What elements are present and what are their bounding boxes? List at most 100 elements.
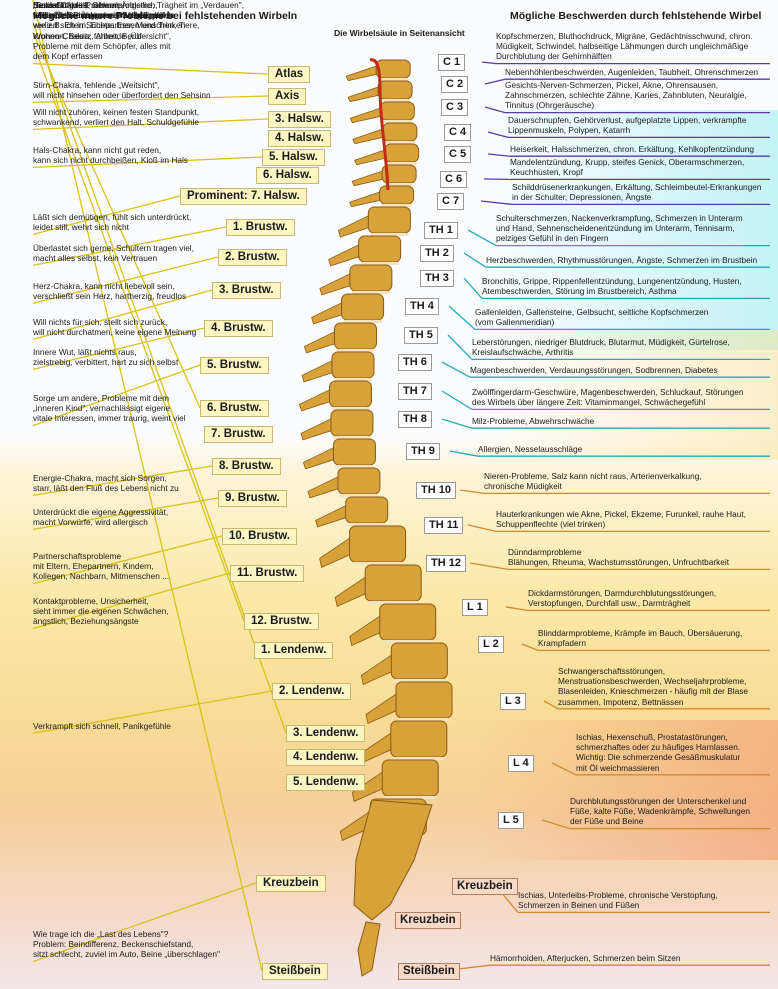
right-connector-line (447, 334, 473, 360)
left-vertebra-label: 2. Brustw. (218, 249, 287, 266)
left-vertebra-label: 4. Halsw. (268, 130, 331, 147)
vertebra-body (377, 80, 413, 100)
vertebra-body (390, 642, 448, 680)
right-vertebra-label: L 4 (508, 755, 534, 772)
intervertebral-disc (381, 204, 412, 207)
spinous-process (349, 613, 383, 646)
left-vertebra-label: 3. Brustw. (212, 282, 281, 299)
right-vertebra-label: C 3 (441, 99, 469, 116)
vertebra-body (379, 101, 415, 121)
left-vertebra-label: 8. Brustw. (212, 458, 281, 475)
right-vertebra-label: C 4 (444, 124, 472, 141)
spinous-process (304, 330, 337, 354)
right-vertebra-label: L 2 (478, 636, 504, 653)
left-vertebra-label: 3. Halsw. (268, 111, 331, 128)
spinous-process (360, 730, 394, 763)
spinous-process (307, 475, 341, 499)
left-problem-text: Läßt sich demütigen, fühlt sich unterdrü… (33, 212, 192, 233)
vertebra-body (367, 206, 411, 234)
sacrum (353, 799, 433, 921)
intervertebral-disc (398, 718, 450, 721)
right-vertebra-label: C 1 (438, 54, 466, 71)
vertebra-body (333, 322, 377, 350)
left-connector-line (32, 118, 269, 131)
right-vertebra-label: TH 2 (420, 245, 454, 262)
right-connector-line (541, 819, 571, 830)
spinous-process (311, 301, 345, 325)
left-connector-line (32, 62, 269, 75)
left-vertebra-label: 5. Halsw. (262, 149, 325, 166)
lumbar-zone-tint (478, 720, 778, 860)
left-connector-line (32, 32, 201, 409)
left-connector-line (32, 195, 181, 236)
left-problem-text: Partnerschaftsprobleme mit Eltern, Ehepa… (33, 551, 170, 582)
right-connector-line (521, 643, 539, 652)
intervertebral-disc (347, 523, 386, 526)
right-vertebra-label: TH 10 (416, 482, 456, 499)
right-complaint-text: Dauerschnupfen, Gehörverlust, aufgeplatz… (508, 115, 747, 136)
right-connector-line (484, 106, 506, 114)
right-vertebra-label: TH 7 (398, 383, 432, 400)
left-vertebra-label: Prominent: 7. Halsw. (180, 188, 307, 205)
left-connector-line (32, 95, 269, 104)
vertebra-body (349, 525, 407, 563)
left-vertebra-label: Kreuzbein (256, 875, 326, 892)
intervertebral-disc (339, 494, 378, 497)
intervertebral-disc (382, 120, 413, 123)
left-problem-text: Überlastet sich gerne, Schultern tragen … (33, 243, 194, 264)
left-vertebra-label: 9. Brustw. (218, 490, 287, 507)
vertebra-body (375, 59, 411, 79)
vertebra-body (379, 185, 415, 205)
left-connector-line (32, 0, 263, 972)
right-complaint-text: Schwangerschaftsstörungen, Menstruations… (558, 666, 749, 707)
right-vertebra-label: TH 6 (398, 354, 432, 371)
right-connector-line (469, 562, 509, 571)
left-connector-line (32, 327, 205, 371)
right-connector-line (487, 131, 509, 139)
right-vertebra-label: L 5 (498, 812, 524, 829)
left-vertebra-label: 1. Lendenw. (254, 642, 334, 659)
spinous-process (319, 272, 353, 296)
coccyx (357, 921, 381, 977)
left-problem-text: Kronen-Chakra, fehlende „Übersicht", Pro… (33, 31, 172, 62)
right-connector-line (467, 229, 497, 247)
intervertebral-disc (367, 601, 420, 604)
right-complaint-text: Hauterkrankungen wie Akne, Pickel, Ekzem… (496, 509, 746, 530)
intervertebral-disc (336, 349, 375, 352)
intervertebral-disc (334, 378, 372, 381)
left-connector-line (32, 22, 287, 734)
right-connector-line (459, 489, 485, 495)
left-vertebra-label: 12. Brustw. (244, 613, 319, 630)
spinous-process (365, 691, 399, 724)
left-vertebra-label: Atlas (268, 66, 311, 83)
left-vertebra-label: Steißbein (262, 963, 328, 980)
left-problem-text: Verkrampft sich schnell, Panikgefühle (33, 721, 171, 731)
left-problem-text: Energie-Chakra, macht sich Sorgen, starr… (33, 473, 179, 494)
left-problem-text: Sorge um andere, Probleme mit dem „inner… (33, 393, 186, 424)
right-vertebra-label: C 5 (444, 146, 472, 163)
vertebra-body (331, 351, 375, 379)
left-vertebra-label: 2. Lendenw. (272, 683, 352, 700)
intervertebral-disc (351, 291, 390, 294)
vertebra-body (379, 603, 437, 641)
right-vertebra-label: Kreuzbein (452, 878, 518, 895)
intervertebral-disc (370, 233, 409, 236)
spinous-process (334, 574, 368, 607)
right-connector-line (543, 700, 559, 710)
left-problem-text: Sexual-Chakra, Sexualprobleme, Trägheit … (33, 0, 244, 21)
intervertebral-disc (380, 99, 411, 102)
right-connector-line (463, 252, 487, 268)
intervertebral-disc (384, 796, 437, 799)
left-vertebra-label: 7. Brustw. (204, 426, 273, 443)
left-problem-text: Wie trage ich die „Last des Lebens"? Pro… (33, 929, 220, 960)
spinous-process (347, 85, 381, 103)
right-complaint-text: Blinddarmprobleme, Krämpfe im Bauch, Übe… (538, 628, 743, 649)
left-connector-line (32, 882, 257, 963)
right-connector-line (487, 153, 511, 157)
intervertebral-disc (360, 262, 399, 265)
spinous-process (349, 106, 383, 124)
right-complaint-text: Zwölffingerdarm-Geschwüre, Magenbeschwer… (472, 387, 744, 408)
left-connector-line (32, 156, 263, 169)
right-connector-line (467, 524, 497, 533)
right-vertebra-label: Kreuzbein (395, 912, 461, 929)
